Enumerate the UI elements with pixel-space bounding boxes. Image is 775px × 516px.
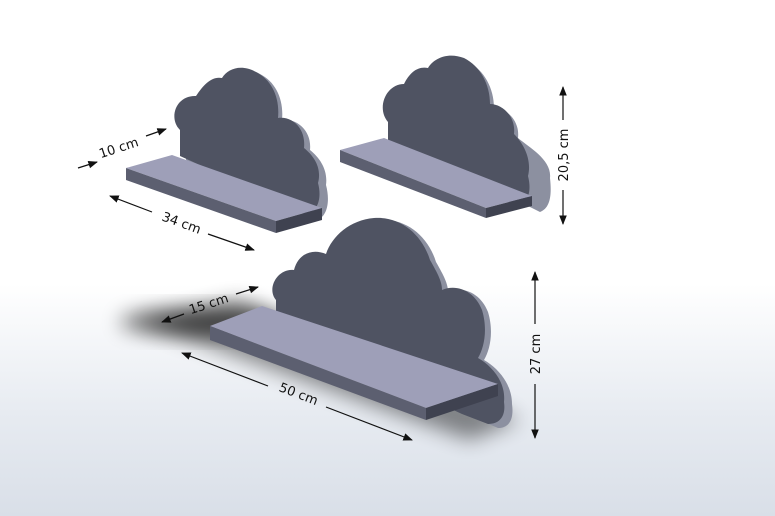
dim-large-height-label: 27 cm [529, 334, 544, 375]
small-left-cloud-face [174, 67, 320, 214]
large-shelf-front [210, 326, 426, 420]
small-right-shelf-top [340, 138, 532, 208]
dim-large-height: 27 cm [529, 271, 544, 439]
small-left-shelf-front [126, 168, 276, 233]
large-shelf-top [210, 306, 498, 408]
small-right-shelf-front [340, 150, 486, 218]
large-shelf-end [426, 384, 498, 420]
dim-large-width-label: 50 cm [277, 380, 320, 409]
small-right-cloud-face [382, 55, 530, 206]
dim-small-left-depth-label: 10 cm [97, 135, 140, 162]
small-left-shelf-end [276, 208, 322, 233]
large-shelf [210, 217, 513, 428]
small-right-shelf-end [486, 196, 532, 218]
small-shelf-left [126, 67, 328, 233]
dim-small-right-height-label: 20,5 cm [557, 129, 572, 182]
dim-small-right-height: 20,5 cm [557, 86, 572, 225]
small-left-shelf-top [126, 155, 322, 221]
dim-small-left-width-label: 34 cm [160, 210, 203, 238]
small-shelf-right [340, 55, 551, 218]
